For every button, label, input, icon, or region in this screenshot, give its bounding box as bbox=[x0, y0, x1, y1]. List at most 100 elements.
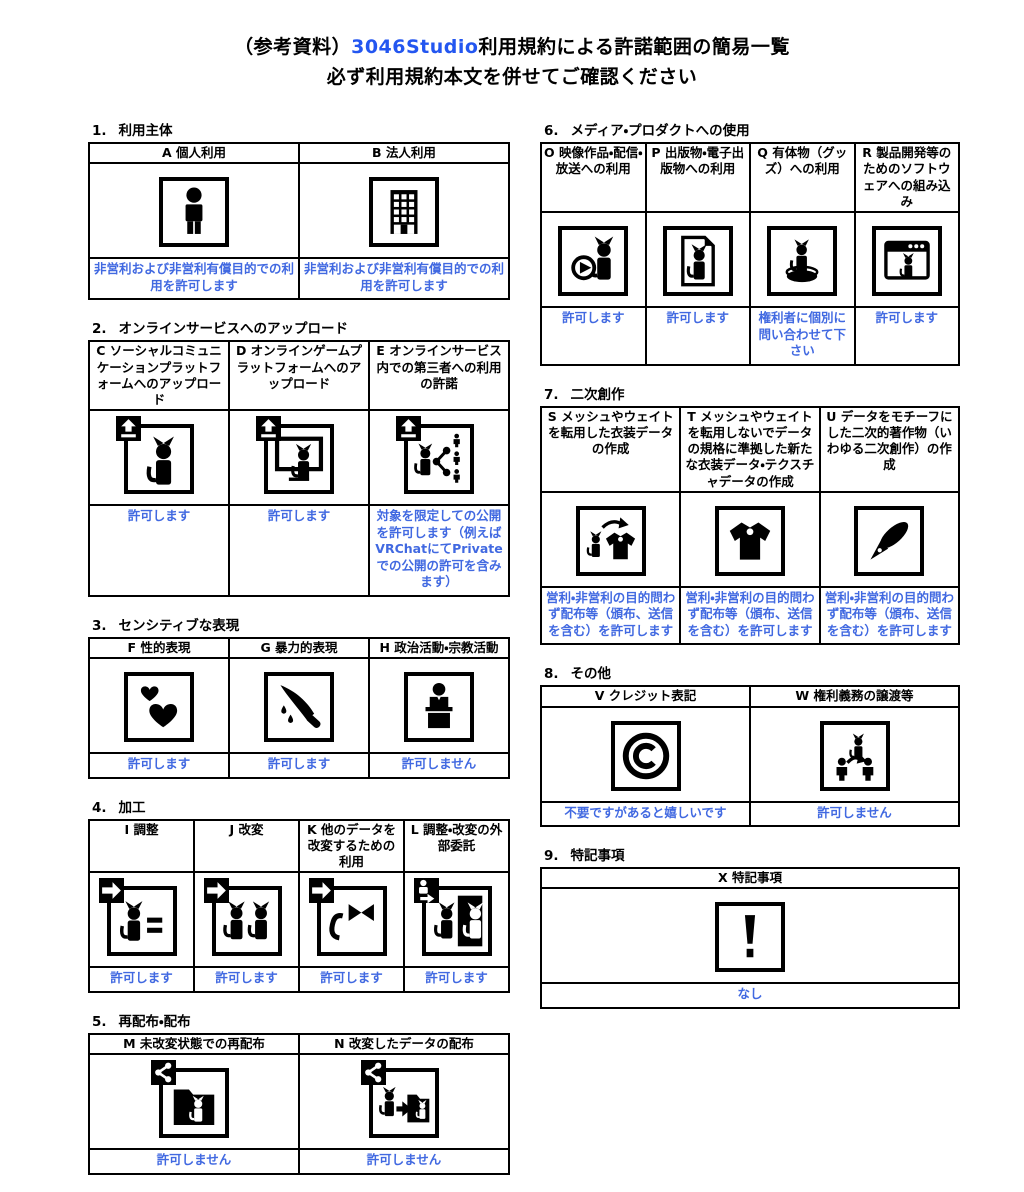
answer-row: 許可します許可します対象を限定しての公開を許可します（例えばVRChatにてPr… bbox=[88, 504, 510, 597]
section-number: 6. bbox=[544, 123, 559, 139]
cell-icon bbox=[88, 1053, 300, 1150]
answer-row: 不要ですがあると嬉しいです許可しません bbox=[540, 800, 960, 827]
cell-answer: 許可します bbox=[644, 306, 751, 366]
cell-answer: 非営利および非営利有償目的での利用を許可します bbox=[88, 257, 300, 301]
cat-figurine-icon bbox=[767, 226, 838, 296]
cell-answer: 権利者に個別に問い合わせて下さい bbox=[749, 306, 856, 366]
cell-answer: 許可します bbox=[228, 504, 370, 597]
section-9: 9. 特記事項 X 特記事項なし bbox=[540, 844, 960, 1009]
cell-answer: 許可しません bbox=[298, 1148, 510, 1175]
cat-play-icon bbox=[558, 226, 629, 296]
title-block: （参考資料）3046Studio利用規約による許諾範囲の簡易一覧 必ず利用規約本… bbox=[0, 0, 1024, 89]
section-number: 1. bbox=[92, 123, 107, 139]
cell-answer: 許可します bbox=[298, 966, 405, 993]
cell-icon bbox=[368, 657, 510, 754]
icon-row bbox=[539, 490, 961, 588]
section-heading: 9. 特記事項 bbox=[544, 844, 960, 864]
section-number: 2. bbox=[92, 321, 107, 338]
cell-label: L 調整・改変の外部委託 bbox=[403, 818, 510, 874]
hearts-icon bbox=[124, 672, 194, 742]
section-heading: 7.二次創作 bbox=[544, 383, 960, 403]
outfit-icon bbox=[714, 505, 785, 576]
cell-label: E オンラインサービス内での第三者への利用の許諾 bbox=[368, 340, 510, 412]
copyright-icon bbox=[610, 720, 681, 791]
cell-label: H 政治活動・宗教活動 bbox=[368, 636, 510, 660]
cell-label: F 性的表現 bbox=[88, 636, 230, 660]
app-window-cat-icon bbox=[871, 226, 942, 296]
share-badge-icon bbox=[151, 1060, 176, 1085]
cell-answer: 許可しません bbox=[88, 1148, 300, 1175]
cell-label: I 調整 bbox=[88, 818, 195, 874]
icon-row bbox=[88, 409, 510, 507]
cell-label: P 出版物・電子出版物への利用 bbox=[644, 142, 751, 213]
cell-answer: 対象を限定しての公開を許可します（例えばVRChatにてPrivateでの公開の… bbox=[368, 504, 510, 597]
title-suffix: 利用規約による許諾範囲の簡易一覧 bbox=[478, 36, 790, 58]
answer-row: 許可します許可します権利者に個別に問い合わせて下さい許可します bbox=[540, 306, 960, 366]
podium-speaker-icon bbox=[404, 672, 474, 742]
modify-badge-icon bbox=[308, 878, 334, 904]
cell-icon bbox=[88, 657, 230, 754]
icon-row bbox=[88, 871, 510, 969]
cell-icon bbox=[298, 871, 405, 969]
document-cat-icon bbox=[662, 226, 733, 296]
cell-label: K 他のデータを改変するための利用 bbox=[298, 818, 405, 874]
cell-answer: 許可します bbox=[853, 306, 960, 366]
answer-row: 許可しません許可しません bbox=[88, 1148, 510, 1175]
modify-badge-icon bbox=[203, 878, 229, 904]
person-icon bbox=[159, 177, 229, 248]
cell-icon bbox=[228, 657, 370, 754]
cell-answer: 許可します bbox=[228, 752, 370, 779]
cell-label: C ソーシャルコミュニケーションプラットフォームへのアップロード bbox=[88, 340, 230, 412]
share-badge-icon bbox=[361, 1060, 386, 1085]
cell-icon bbox=[540, 211, 647, 308]
cell-answer: 営利・非営利の目的問わず配布等（頒布、送信を含む）を許可します bbox=[679, 585, 821, 646]
brand-name: 3046Studio bbox=[351, 36, 479, 58]
cell-label: O 映像作品・配信・放送への利用 bbox=[540, 142, 647, 213]
cell-label: B 法人利用 bbox=[298, 141, 510, 165]
upload-badge-icon bbox=[116, 416, 141, 442]
section-number: 7. bbox=[544, 386, 559, 403]
section-heading-text: その他 bbox=[570, 666, 612, 683]
section-heading-text: 再配布・配布 bbox=[118, 1013, 191, 1030]
cat-to-folder-icon bbox=[361, 1060, 439, 1138]
section-heading-text: 特記事項 bbox=[570, 848, 625, 864]
cell-label: W 権利義務の譲渡等 bbox=[749, 685, 960, 708]
section-number: 3. bbox=[92, 617, 107, 634]
permission-table: X 特記事項なし bbox=[540, 866, 960, 1009]
section-number: 9. bbox=[544, 848, 559, 864]
cell-icon bbox=[749, 211, 856, 308]
cell-icon bbox=[679, 490, 821, 588]
cell-answer: 不要ですがあると嬉しいです bbox=[540, 800, 751, 827]
cell-answer: 許可しません bbox=[749, 800, 960, 827]
cell-label: Q 有体物（グッズ）への利用 bbox=[749, 142, 856, 213]
section-number: 4. bbox=[92, 799, 107, 816]
cell-answer: 許可します bbox=[88, 966, 195, 993]
cat-to-outfit-icon bbox=[575, 505, 646, 576]
page-subtitle: 必ず利用規約本文を併せてご確認ください bbox=[326, 66, 698, 88]
cell-answer: 営利・非営利の目的問わず配布等（頒布、送信を含む）を許可します bbox=[539, 585, 682, 646]
section-heading: 4.加工 bbox=[92, 796, 510, 816]
icon-row bbox=[540, 211, 960, 308]
pen-icon bbox=[854, 505, 925, 576]
section-number: 5. bbox=[92, 1013, 107, 1030]
answer-row: 非営利および非営利有償目的での利用を許可します非営利および非営利有償目的での利用… bbox=[88, 257, 510, 301]
cell-label: T メッシュやウェイトを転用しないでデータの規格に準拠した新たな衣装データ・テク… bbox=[679, 405, 821, 493]
page-title: （参考資料）3046Studio利用規約による許諾範囲の簡易一覧 bbox=[0, 32, 1024, 59]
cat-parts-icon bbox=[308, 878, 387, 957]
section-heading-text: メディア・プロダクトへの使用 bbox=[570, 123, 750, 139]
section-heading-text: センシティブな表現 bbox=[118, 617, 240, 634]
cell-answer: 非営利および非営利有償目的での利用を許可します bbox=[298, 257, 510, 301]
